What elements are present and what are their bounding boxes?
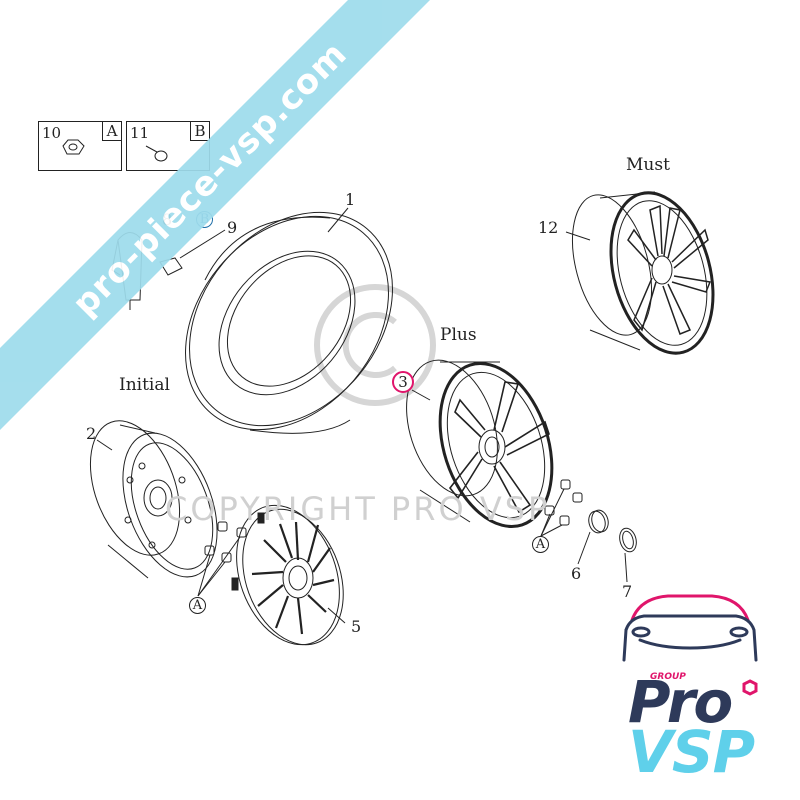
leader-clip [179, 229, 226, 259]
hubcap-drawing [231, 504, 344, 646]
variant-label-plus: Plus [440, 325, 477, 345]
legend-box-nut: 10 A [38, 121, 122, 171]
callout-tire: 1 [345, 190, 356, 209]
variant-label-must: Must [626, 155, 670, 175]
copyright-watermark: COPYRIGHT PRO VSP [165, 490, 551, 528]
callout-steel-wheel: 2 [86, 424, 97, 443]
callout-clip: 9 [227, 218, 238, 237]
callout-alloy-must: 12 [538, 218, 559, 237]
alloy-wheel-must-drawing [572, 191, 715, 355]
tire-drawing [185, 211, 393, 434]
callout-hubcap: 5 [351, 617, 362, 636]
callout-nuts-right: A [532, 536, 549, 553]
leader-alloy-must [565, 231, 591, 241]
lug-nuts-right [540, 479, 583, 537]
ring-drawing [619, 527, 637, 553]
center-cap-drawing [588, 509, 609, 534]
alloy-wheel-plus-drawing [406, 359, 554, 528]
leader-center-cap [577, 531, 591, 565]
leader-hubcap [327, 607, 346, 624]
callout-alloy-plus: 3 [392, 371, 414, 393]
callout-nuts-left: A [189, 597, 206, 614]
logo-pro-text: Pro [628, 668, 733, 736]
variant-label-initial: Initial [119, 375, 170, 395]
steel-wheel-drawing [89, 420, 218, 579]
legend-letter: A [102, 122, 121, 141]
logo-group-text: GROUP [650, 672, 686, 682]
callout-ring: 7 [622, 582, 633, 601]
copyright-mark [314, 284, 436, 406]
lug-nuts-left [197, 521, 247, 597]
logo-vsp-text: VSP [628, 718, 755, 786]
leader-alloy-plus [411, 389, 431, 401]
leader-tire [327, 207, 349, 233]
callout-center-cap: 6 [571, 564, 582, 583]
leader-ring [624, 552, 628, 583]
leader-steel-wheel [96, 439, 113, 451]
legend-number: 11 [130, 124, 150, 142]
legend-number: 10 [42, 124, 62, 142]
legend-letter: B [190, 122, 209, 141]
